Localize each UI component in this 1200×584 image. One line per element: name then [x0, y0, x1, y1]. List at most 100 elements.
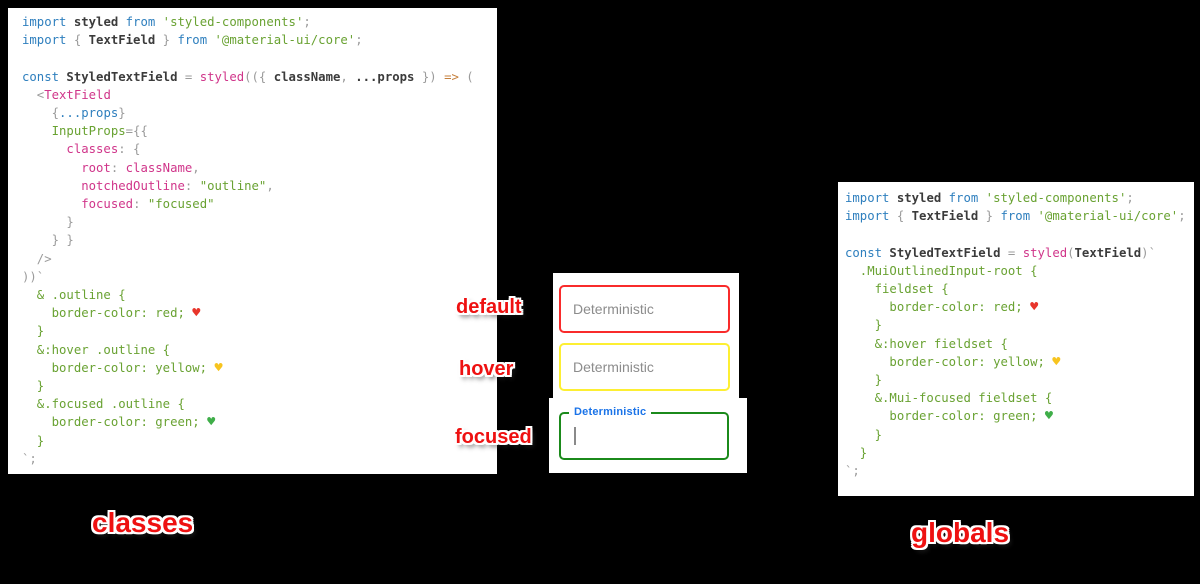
code-token: /> [22, 251, 52, 266]
code-line: notchedOutline: "outline", [22, 177, 497, 195]
code-token: "outline" [199, 178, 267, 193]
code-token: TextField [1074, 245, 1142, 260]
left-code-panel-classes: import styled from 'styled-components'; i… [8, 8, 497, 474]
code-token: notchedOutline [22, 178, 185, 193]
code-token: from [1000, 209, 1031, 224]
code-token: , [266, 178, 274, 193]
code-token: from [948, 191, 979, 205]
code-line: /> [22, 250, 497, 268]
code-line: const StyledTextField = styled(TextField… [845, 244, 1194, 262]
code-token: const [22, 69, 60, 84]
code-token: < [22, 87, 45, 102]
code-token: } [845, 373, 883, 388]
right-code-panel-globals: import styled from 'styled-components';i… [838, 182, 1194, 496]
code-line: } [22, 322, 497, 340]
code-token: focused [22, 197, 134, 212]
code-line: {...props} [22, 104, 497, 122]
code-line: border-color: green; ♥ [845, 407, 1194, 425]
code-token: import [22, 15, 67, 29]
code-token: ; [1178, 209, 1186, 224]
code-token: StyledTextField [882, 245, 1008, 260]
code-token: ={{ [125, 124, 148, 139]
code-line: } [845, 316, 1194, 334]
code-token: } [845, 318, 883, 333]
code-token: InputProps [22, 124, 126, 139]
code-line: import { TextField } from '@material-ui/… [845, 207, 1194, 225]
code-line: fieldset { [845, 280, 1194, 298]
annotation-default: default [456, 296, 522, 318]
code-token: ))` [22, 269, 45, 284]
code-token: = [184, 69, 200, 84]
code-line: root: className, [22, 159, 497, 177]
code-token: styled [199, 69, 245, 84]
code-token: `; [845, 464, 860, 479]
textfield-hover-input[interactable] [561, 345, 728, 389]
code-token: , [192, 160, 200, 175]
code-line: } [845, 444, 1194, 462]
code-token: import [845, 191, 890, 205]
code-line: InputProps={{ [22, 122, 497, 140]
code-token: ( [1067, 245, 1075, 260]
code-token: '@material-ui/core' [207, 33, 356, 48]
code-token: "focused" [147, 197, 215, 212]
code-token: StyledTextField [59, 69, 185, 84]
code-line: import styled from 'styled-components'; [845, 189, 1194, 207]
textfield-focused-state[interactable]: Deterministic [559, 406, 729, 460]
code-token: ; [1126, 191, 1134, 205]
code-token: '@material-ui/core' [1030, 209, 1179, 224]
annotation-focused: focused [455, 426, 532, 448]
textfield-default-state[interactable] [559, 285, 730, 333]
caption-globals: globals [911, 517, 1010, 548]
textfield-default-input[interactable] [561, 287, 728, 331]
code-token: className [273, 69, 341, 84]
code-token: 'styled-components' [978, 191, 1127, 205]
code-token: & .outline { [22, 288, 126, 303]
code-token: 'styled-components' [155, 15, 304, 29]
code-line: border-color: green; ♥ [22, 413, 497, 431]
code-token: } [155, 33, 178, 48]
code-token: TextField [911, 209, 979, 224]
floating-label: Deterministic [569, 406, 652, 418]
code-token: )` [1141, 245, 1156, 260]
code-token: const [845, 245, 883, 260]
code-token: root [22, 160, 111, 175]
code-token: from [125, 15, 156, 29]
code-line: & .outline { [22, 286, 497, 304]
code-token: styled [889, 191, 949, 205]
code-token: , [340, 69, 356, 84]
code-token: }) [414, 69, 445, 84]
code-token: ( [458, 69, 474, 84]
code-token: { [66, 33, 89, 48]
code-token: .MuiOutlinedInput-root { [845, 263, 1038, 278]
code-line: `; [845, 462, 1194, 480]
code-token: border-color: yellow; [845, 354, 1053, 369]
code-line: const StyledTextField = styled(({ classN… [22, 68, 497, 86]
code-token: } } [22, 233, 74, 248]
code-token: border-color: yellow; [22, 360, 215, 375]
code-token: import [22, 33, 67, 48]
code-token: border-color: red; [22, 306, 193, 321]
code-line: classes: { [22, 140, 497, 158]
code-line: } [22, 213, 497, 231]
code-token: ; [303, 15, 311, 29]
heart-red-icon: ♥ [192, 305, 201, 322]
annotation-hover: hover [459, 358, 514, 380]
code-token: border-color: green; [22, 415, 208, 430]
textfield-hover-state[interactable] [559, 343, 730, 391]
code-token: } [978, 209, 1001, 224]
code-token: } [118, 106, 126, 121]
code-token: { [889, 209, 912, 224]
code-token: } [22, 215, 74, 230]
code-token: styled [1022, 245, 1068, 260]
heart-red-icon: ♥ [1030, 299, 1039, 316]
code-token: } [22, 433, 45, 448]
code-token: from [177, 33, 208, 48]
heart-yellow-icon: ♥ [1052, 353, 1061, 370]
code-token: styled [66, 15, 126, 29]
code-line: &.focused .outline { [22, 395, 497, 413]
code-token: ...props [355, 69, 415, 84]
code-token: : [110, 160, 126, 175]
code-token: &:hover fieldset { [845, 336, 1008, 351]
code-token: `; [22, 451, 37, 466]
textfield-focused-input[interactable] [561, 414, 727, 458]
